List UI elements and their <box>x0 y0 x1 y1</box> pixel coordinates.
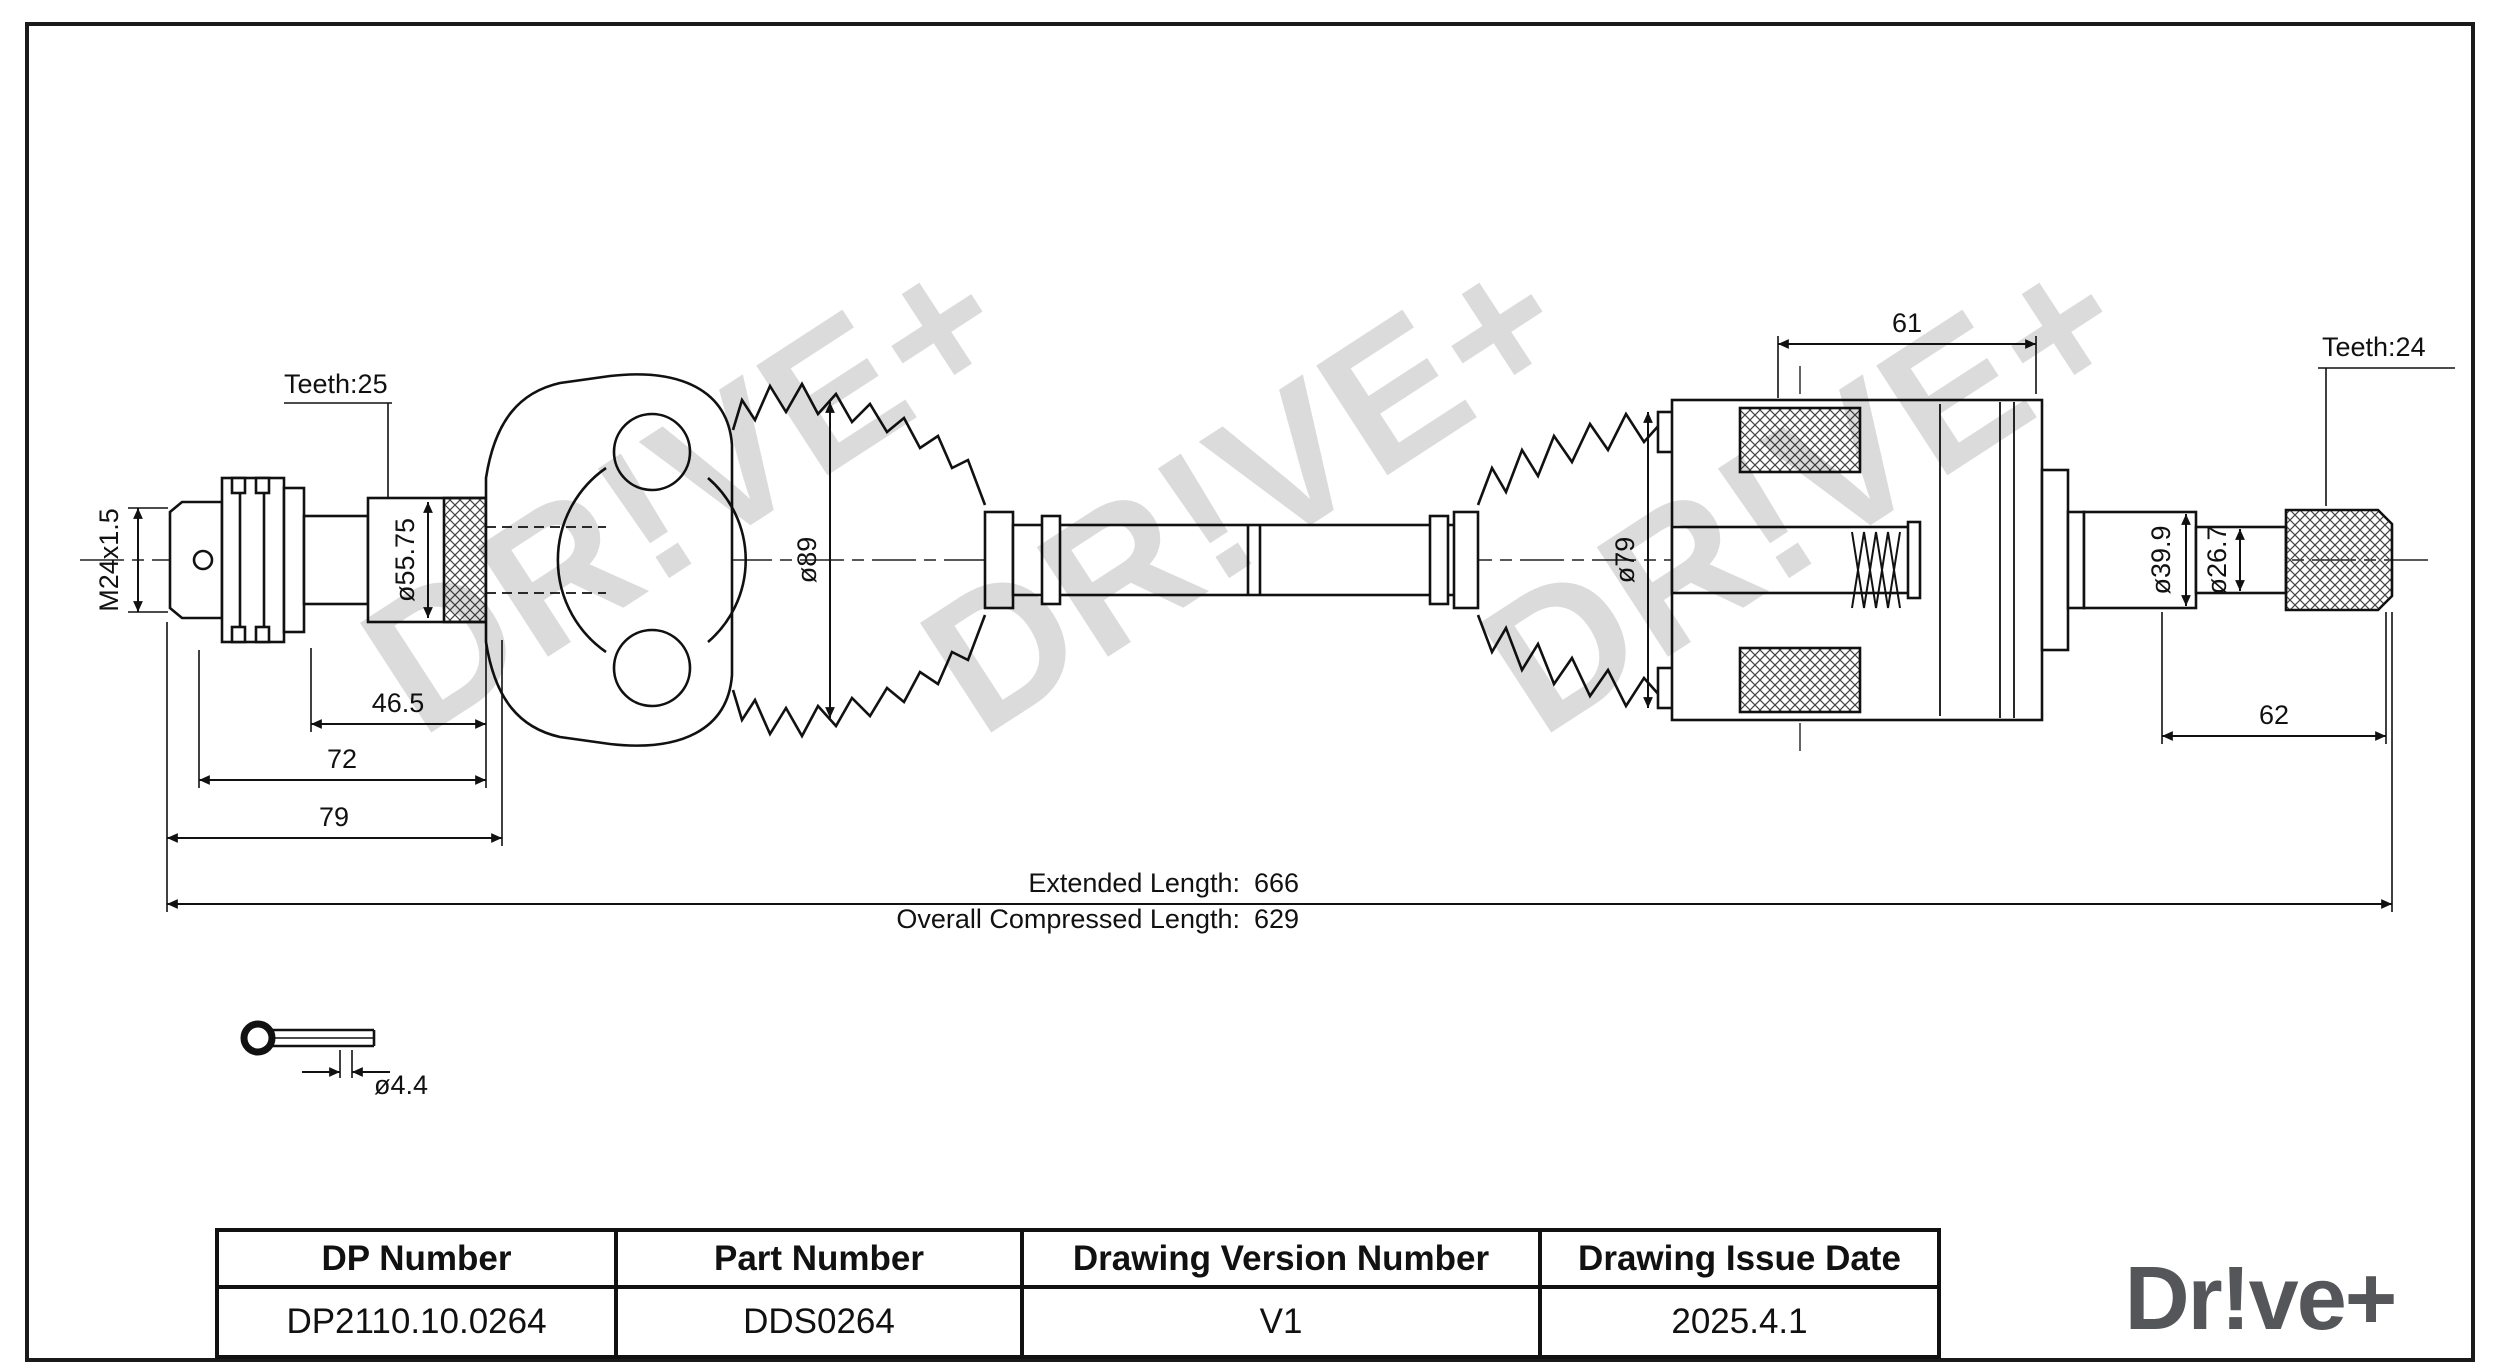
title-block-value-row: DP2110.10.0264 DDS0264 V1 2025.4.1 <box>215 1285 1941 1359</box>
part-number-value: DDS0264 <box>614 1285 1024 1359</box>
dp-number-header: DP Number <box>215 1228 618 1289</box>
axle-geometry <box>168 373 2394 747</box>
dim-len-61: 61 <box>1892 308 1922 338</box>
dimension-labels: Teeth:25 M24x1.5 ø55.75 ø89 46.5 72 79 6… <box>94 308 2426 1100</box>
part-number-header: Part Number <box>614 1228 1024 1289</box>
page-border <box>25 22 2475 1362</box>
intermediate-shaft <box>1011 523 1465 597</box>
dimension-lines <box>133 339 2392 1077</box>
cotter-pin-hole <box>192 549 214 571</box>
dim-dia-55-75: ø55.75 <box>390 518 420 602</box>
inner-race-arc-right <box>707 477 748 643</box>
dim-dia-26-7: ø26.7 <box>2202 525 2232 594</box>
dim-dia-79: ø79 <box>1610 537 1640 584</box>
circlip <box>1906 520 1922 600</box>
spring-coil <box>1851 531 1901 609</box>
dim-compressed-length-value: 629 <box>1254 904 1299 934</box>
dim-extended-length-label: Extended Length: <box>1028 868 1240 898</box>
housing-cap <box>2040 468 2070 652</box>
dimensions: Teeth:25 M24x1.5 ø55.75 ø89 46.5 72 79 6… <box>94 308 2455 1100</box>
drawing-version-value: V1 <box>1020 1285 1542 1359</box>
dim-len-79: 79 <box>319 802 349 832</box>
dim-extended-length-value: 666 <box>1254 868 1299 898</box>
shaft-ring-left <box>1040 514 1062 606</box>
boot-clamp-small <box>983 510 1015 610</box>
bearing-ball-top <box>612 412 692 492</box>
dim-thread-spec: M24x1.5 <box>94 508 124 612</box>
issue-date-header: Drawing Issue Date <box>1538 1228 1941 1289</box>
title-block-header-row: DP Number Part Number Drawing Version Nu… <box>215 1228 1941 1289</box>
dim-dia-39-9: ø39.9 <box>2146 525 2176 594</box>
dim-len-46-5: 46.5 <box>372 688 425 718</box>
cotter-pin-detail <box>240 1020 376 1056</box>
shaft-ring-right <box>1428 514 1450 606</box>
inner-boot-clamp <box>1452 510 1480 610</box>
spline-end <box>2284 508 2394 612</box>
castle-nut <box>220 476 286 644</box>
dim-pin-dia: ø4.4 <box>374 1070 428 1100</box>
title-block: DP Number Part Number Drawing Version Nu… <box>215 1228 1941 1359</box>
ring-groove <box>2066 510 2086 610</box>
extension-lines <box>128 336 2455 1078</box>
dim-teeth-right: Teeth:24 <box>2322 332 2426 362</box>
brand-logo: Dr!ve+ <box>2124 1249 2398 1349</box>
tripod-bearing-bottom <box>1738 646 1862 714</box>
shaft-39 <box>2082 510 2198 610</box>
dim-dia-89: ø89 <box>792 537 822 584</box>
outer-boot-bottom <box>731 614 987 739</box>
drawing-version-header: Drawing Version Number <box>1020 1228 1542 1289</box>
inner-race-arc-left <box>556 466 607 654</box>
bearing-ball-bottom <box>612 628 692 708</box>
cotter-pin-eye <box>240 1020 276 1056</box>
outer-boot-top <box>731 381 987 506</box>
tripod-bearing-top <box>1738 406 1862 474</box>
dp-number-value: DP2110.10.0264 <box>215 1285 618 1359</box>
washer <box>282 486 306 634</box>
dim-len-72: 72 <box>327 744 357 774</box>
inner-shaft-end <box>1670 525 1920 595</box>
dim-teeth-left: Teeth:25 <box>284 369 388 399</box>
dim-len-62: 62 <box>2259 700 2289 730</box>
dim-compressed-length-label: Overall Compressed Length: <box>896 904 1240 934</box>
watermark-text: DR!VE+ <box>887 207 1601 774</box>
spline-band <box>442 496 488 624</box>
issue-date-value: 2025.4.1 <box>1538 1285 1941 1359</box>
